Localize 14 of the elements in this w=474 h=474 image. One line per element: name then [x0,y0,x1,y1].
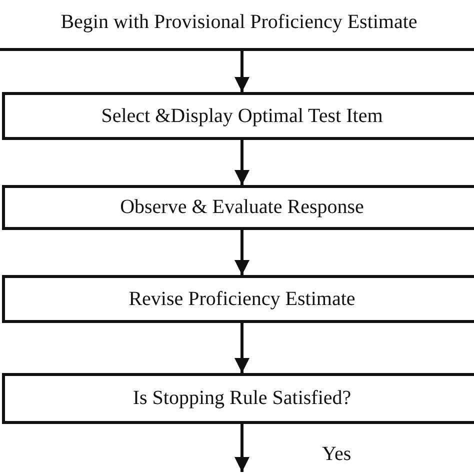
arrow [234,230,250,275]
arrow [234,323,250,373]
arrow [234,424,250,472]
step-text: Observe & Evaluate Response [119,195,365,220]
step-text: Select &Display Optimal Test Item [100,104,384,128]
process-box [2,275,474,323]
arrow [234,51,250,92]
arrow [234,140,250,185]
process-box [2,92,474,140]
process-box [2,185,474,230]
step-text: Is Stopping Rule Satisfied? [132,386,352,411]
step-text: Begin with Provisional Proficiency Estimate [60,10,418,35]
process-box [2,373,474,424]
step-text: Revise Proficiency Estimate [128,286,356,312]
